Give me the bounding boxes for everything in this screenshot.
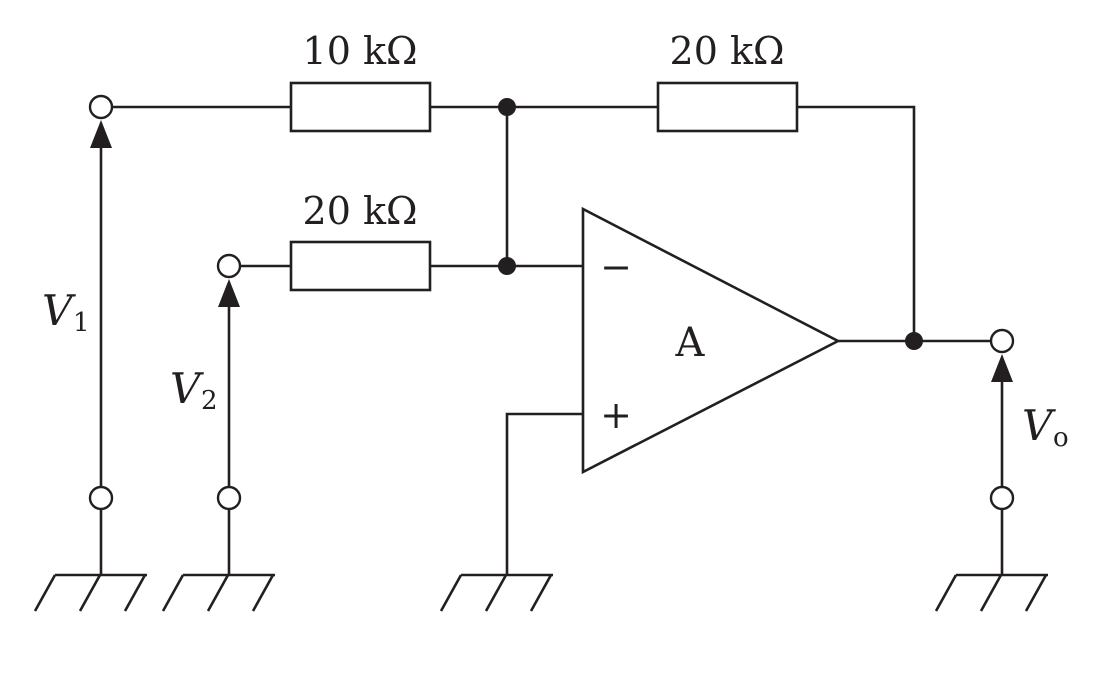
v1-subscript: 1 [73,308,90,338]
ground-symbol-opamp [439,573,553,612]
resistor-rf [656,81,799,133]
terminal-v2-bottom [216,485,242,511]
vo-subscript: o [1053,423,1069,453]
v2-arrow-head [218,279,240,307]
ground-symbol-vo [934,573,1048,612]
vo-voltage-arrow [991,354,1013,487]
resistor-r2-label: 20 kΩ [303,189,418,233]
terminal-v2-top [216,253,242,279]
wire-rf-to-output [797,105,916,341]
op-amp-triangle [581,206,841,475]
terminal-vo-top [989,328,1015,354]
v2-input-branch [240,240,583,292]
terminal-v1-top [88,94,114,120]
ground-symbol-v1 [33,573,147,612]
feedback-branch [507,81,916,341]
terminal-vo-bottom [989,485,1015,511]
op-amp-inverting-symbol: − [600,245,632,289]
op-amp [505,206,990,575]
resistor-r2 [289,240,432,292]
junction-dot-output [905,332,923,350]
v1-input-branch [112,81,507,133]
wire-noninverting-to-ground [505,412,583,575]
resistor-r1-label: 10 kΩ [303,29,418,73]
v1-voltage-arrow [90,120,112,487]
v1-arrow-head [90,120,112,148]
resistor-r1 [289,81,432,133]
terminal-v1-bottom [88,485,114,511]
vo-label: V [1022,401,1056,450]
v2-subscript: 2 [201,386,218,416]
v2-label: V [170,364,204,413]
op-amp-noninverting-symbol: + [600,393,632,437]
vo-arrow-head [991,354,1013,382]
v2-voltage-arrow [218,279,240,487]
junction-dot-top [498,98,516,116]
v1-label: V [42,286,76,335]
junction-dot-summing [498,257,516,275]
op-amp-label: A [675,320,706,366]
ground-symbol-v2 [161,573,275,612]
resistor-rf-label: 20 kΩ [670,29,785,73]
